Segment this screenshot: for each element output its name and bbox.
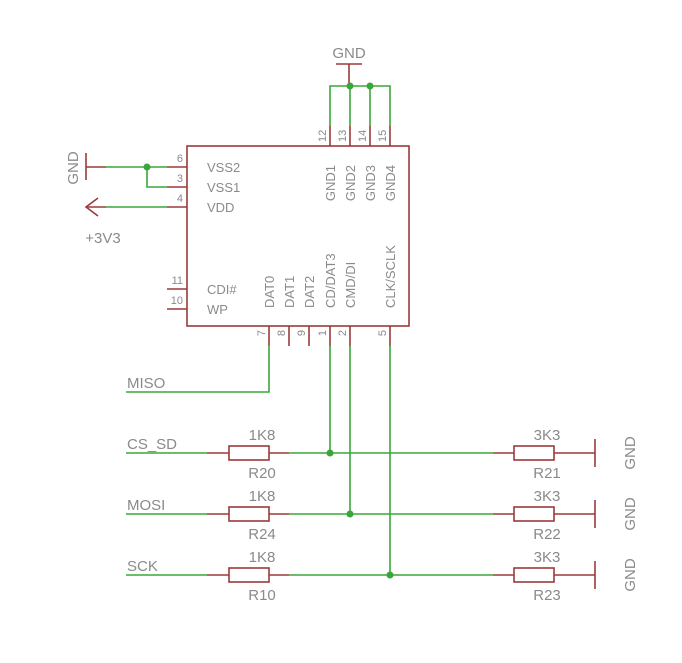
- gnd-r23-label: GND: [622, 558, 639, 592]
- gnd-symbol-r21: GND: [575, 436, 639, 470]
- pin-num-7: 7: [256, 330, 268, 336]
- junction-dot: [366, 82, 374, 90]
- resistor-r22: 3K3 R22: [493, 488, 575, 543]
- pin-num-6: 6: [177, 153, 183, 165]
- pin-num-1: 1: [317, 330, 329, 336]
- r10-value: 1K8: [249, 549, 276, 566]
- gnd-r22-label: GND: [622, 497, 639, 531]
- pin-num-3: 3: [177, 173, 183, 185]
- net-label-cs-sd: CS_SD: [127, 436, 177, 453]
- r24-name: R24: [248, 526, 276, 543]
- gnd-left-label: GND: [65, 151, 82, 185]
- pin-num-2: 2: [337, 330, 349, 336]
- junction-dot: [346, 82, 354, 90]
- resistor-r23: 3K3 R23: [493, 549, 575, 604]
- pin-name-dat0: DAT0: [262, 276, 277, 308]
- pin-name-cd-dat3: CD/DAT3: [323, 253, 338, 308]
- r21-value: 3K3: [534, 427, 561, 444]
- pin-name-wp: WP: [207, 302, 228, 317]
- pin-num-11: 11: [172, 275, 183, 287]
- r22-value: 3K3: [534, 488, 561, 505]
- supply-3v3-symbol: +3V3: [84, 197, 121, 247]
- gnd-symbol-left: GND: [65, 151, 106, 185]
- resistor-r24: 1K8 R24: [207, 488, 289, 543]
- pin-name-dat1: DAT1: [282, 276, 297, 308]
- net-label-sck: SCK: [127, 558, 158, 575]
- pin-name-cdi: CDI#: [207, 282, 237, 297]
- pin-name-vss1: VSS1: [207, 180, 240, 195]
- r21-name: R21: [533, 465, 561, 482]
- pin-name-dat2: DAT2: [302, 276, 317, 308]
- resistor-r10: 1K8 R10: [207, 549, 289, 604]
- pin-name-gnd3: GND3: [363, 165, 378, 201]
- r20-name: R20: [248, 465, 276, 482]
- pin-num-8: 8: [276, 330, 288, 336]
- pin-num-12: 12: [317, 130, 329, 142]
- resistor-r20: 1K8 R20: [207, 427, 289, 482]
- pin-num-5: 5: [377, 330, 389, 336]
- pin-name-vdd: VDD: [207, 200, 234, 215]
- pin-name-gnd4: GND4: [383, 165, 398, 201]
- pin-name-gnd2: GND2: [343, 165, 358, 201]
- r23-name: R23: [533, 587, 561, 604]
- pin-num-15: 15: [377, 130, 389, 142]
- wires: [106, 84, 493, 576]
- pin-num-13: 13: [337, 130, 349, 142]
- gnd-symbol-top: GND: [332, 45, 366, 84]
- r24-value: 1K8: [249, 488, 276, 505]
- r22-name: R22: [533, 526, 561, 543]
- sd-card-socket: 6 3 4 11 10 VSS2 VSS1 VDD CDI# WP 12 13 …: [167, 126, 410, 346]
- supply-3v3-label: +3V3: [85, 230, 120, 247]
- gnd-r21-label: GND: [622, 436, 639, 470]
- junction-dot: [143, 163, 151, 171]
- resistor-r21: 3K3 R21: [493, 427, 575, 482]
- pin-name-vss2: VSS2: [207, 160, 240, 175]
- pin-num-4: 4: [177, 193, 183, 205]
- junction-dot: [386, 571, 394, 579]
- net-label-miso: MISO: [127, 375, 165, 392]
- pin-name-cmd-di: CMD/DI: [343, 262, 358, 308]
- pin-num-10: 10: [171, 295, 183, 307]
- gnd-symbol-r22: GND: [575, 497, 639, 531]
- r20-value: 1K8: [249, 427, 276, 444]
- net-label-mosi: MOSI: [127, 497, 165, 514]
- r10-name: R10: [248, 587, 276, 604]
- junction-dot: [326, 449, 334, 457]
- junction-dot: [346, 510, 354, 518]
- pin-num-14: 14: [357, 130, 369, 142]
- pin-name-gnd1: GND1: [323, 165, 338, 201]
- r23-value: 3K3: [534, 549, 561, 566]
- pin-name-clk-sclk: CLK/SCLK: [383, 245, 398, 308]
- junctions: [143, 82, 394, 579]
- gnd-top-label: GND: [332, 45, 366, 62]
- gnd-symbol-r23: GND: [575, 558, 639, 592]
- pin-num-9: 9: [296, 330, 308, 336]
